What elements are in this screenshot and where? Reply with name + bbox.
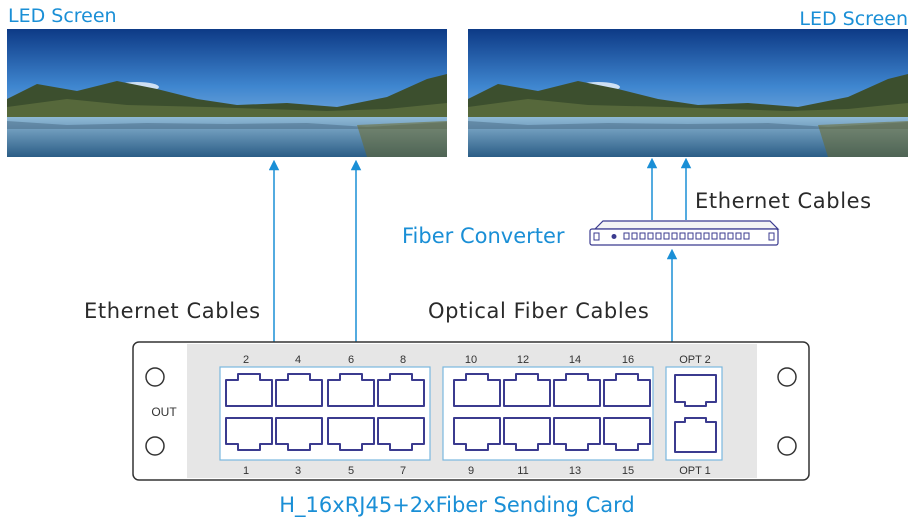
fiber-converter-label: Fiber Converter (402, 224, 565, 248)
port-number: 10 (465, 354, 477, 366)
port-number: 6 (348, 354, 354, 366)
opt1-label: OPT 1 (679, 465, 711, 477)
ethernet-cables-right-label: Ethernet Cables (695, 189, 872, 213)
fiber-port-opt1[interactable] (674, 417, 717, 453)
port-number: 14 (569, 354, 581, 366)
out-label: OUT (151, 405, 177, 419)
port-number: 7 (400, 465, 406, 477)
fiber-converter-device (589, 220, 780, 246)
mount-hole-bottom-right (777, 436, 797, 456)
card-title: H_16xRJ45+2xFiber Sending Card (279, 493, 634, 518)
ethernet-cables-left-label: Ethernet Cables (84, 299, 261, 323)
port-number: 11 (517, 465, 528, 477)
mount-hole-top-right (777, 367, 797, 387)
port-number: 8 (400, 354, 406, 366)
port-number: 4 (295, 354, 301, 366)
port-number: 2 (243, 354, 249, 366)
led-screen-right (468, 29, 908, 157)
port-number: 15 (622, 465, 634, 477)
port-number: 1 (243, 465, 249, 477)
port-number: 16 (622, 354, 634, 366)
port-number: 13 (569, 465, 581, 477)
led-screen-left-label: LED Screen (8, 5, 117, 27)
mount-hole-bottom-left (145, 436, 165, 456)
led-screen-left (7, 29, 447, 157)
optical-fiber-cables-label: Optical Fiber Cables (428, 299, 649, 323)
opt2-label: OPT 2 (679, 354, 711, 366)
port-number: 12 (517, 354, 529, 366)
port-number: 9 (468, 465, 474, 477)
port-number: 5 (348, 465, 354, 477)
sending-card: OUT 2 4 6 8 10 12 (132, 341, 810, 481)
mount-hole-top-left (145, 367, 165, 387)
led-screen-right-label: LED Screen (799, 8, 908, 30)
fiber-port-opt2[interactable] (674, 374, 717, 407)
port-number: 3 (295, 465, 301, 477)
